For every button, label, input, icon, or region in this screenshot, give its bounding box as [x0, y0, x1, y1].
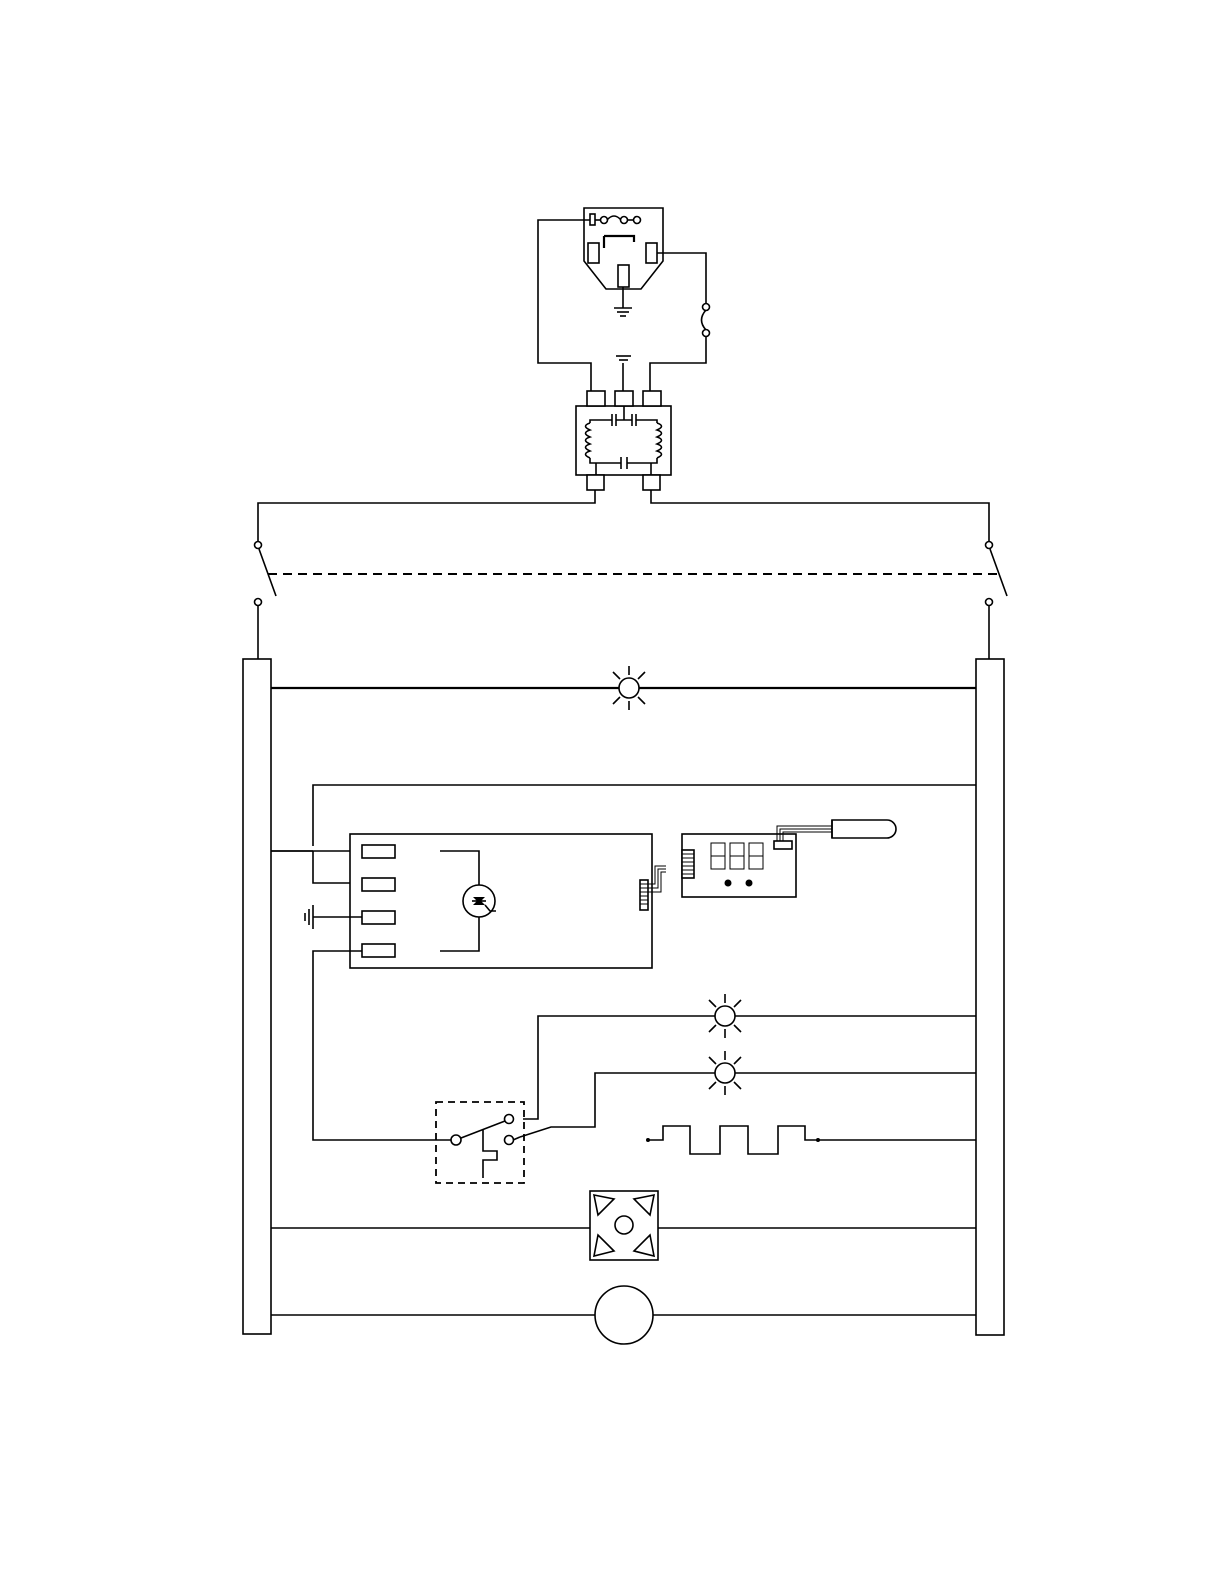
fuse-icon [702, 304, 710, 337]
motor-icon [595, 1286, 653, 1344]
display-board [682, 834, 796, 897]
triac-icon [463, 885, 496, 917]
bus-bar-right [976, 659, 1004, 1335]
button-icon[interactable] [725, 880, 732, 887]
button-icon[interactable] [746, 880, 753, 887]
board-connector-icon [640, 880, 648, 910]
ground-icon [616, 356, 631, 360]
temperature-probe [832, 820, 896, 838]
power-inlet [584, 208, 663, 316]
ground-icon [614, 308, 632, 316]
heating-element [646, 1126, 976, 1154]
ground-icon [305, 905, 313, 929]
controller-board [350, 834, 652, 968]
emi-filter [576, 391, 671, 490]
cooling-fan-icon [590, 1191, 658, 1260]
thermal-relay [436, 1102, 524, 1183]
double-pole-switch[interactable] [255, 542, 1008, 606]
bus-bar-left [243, 659, 271, 1334]
